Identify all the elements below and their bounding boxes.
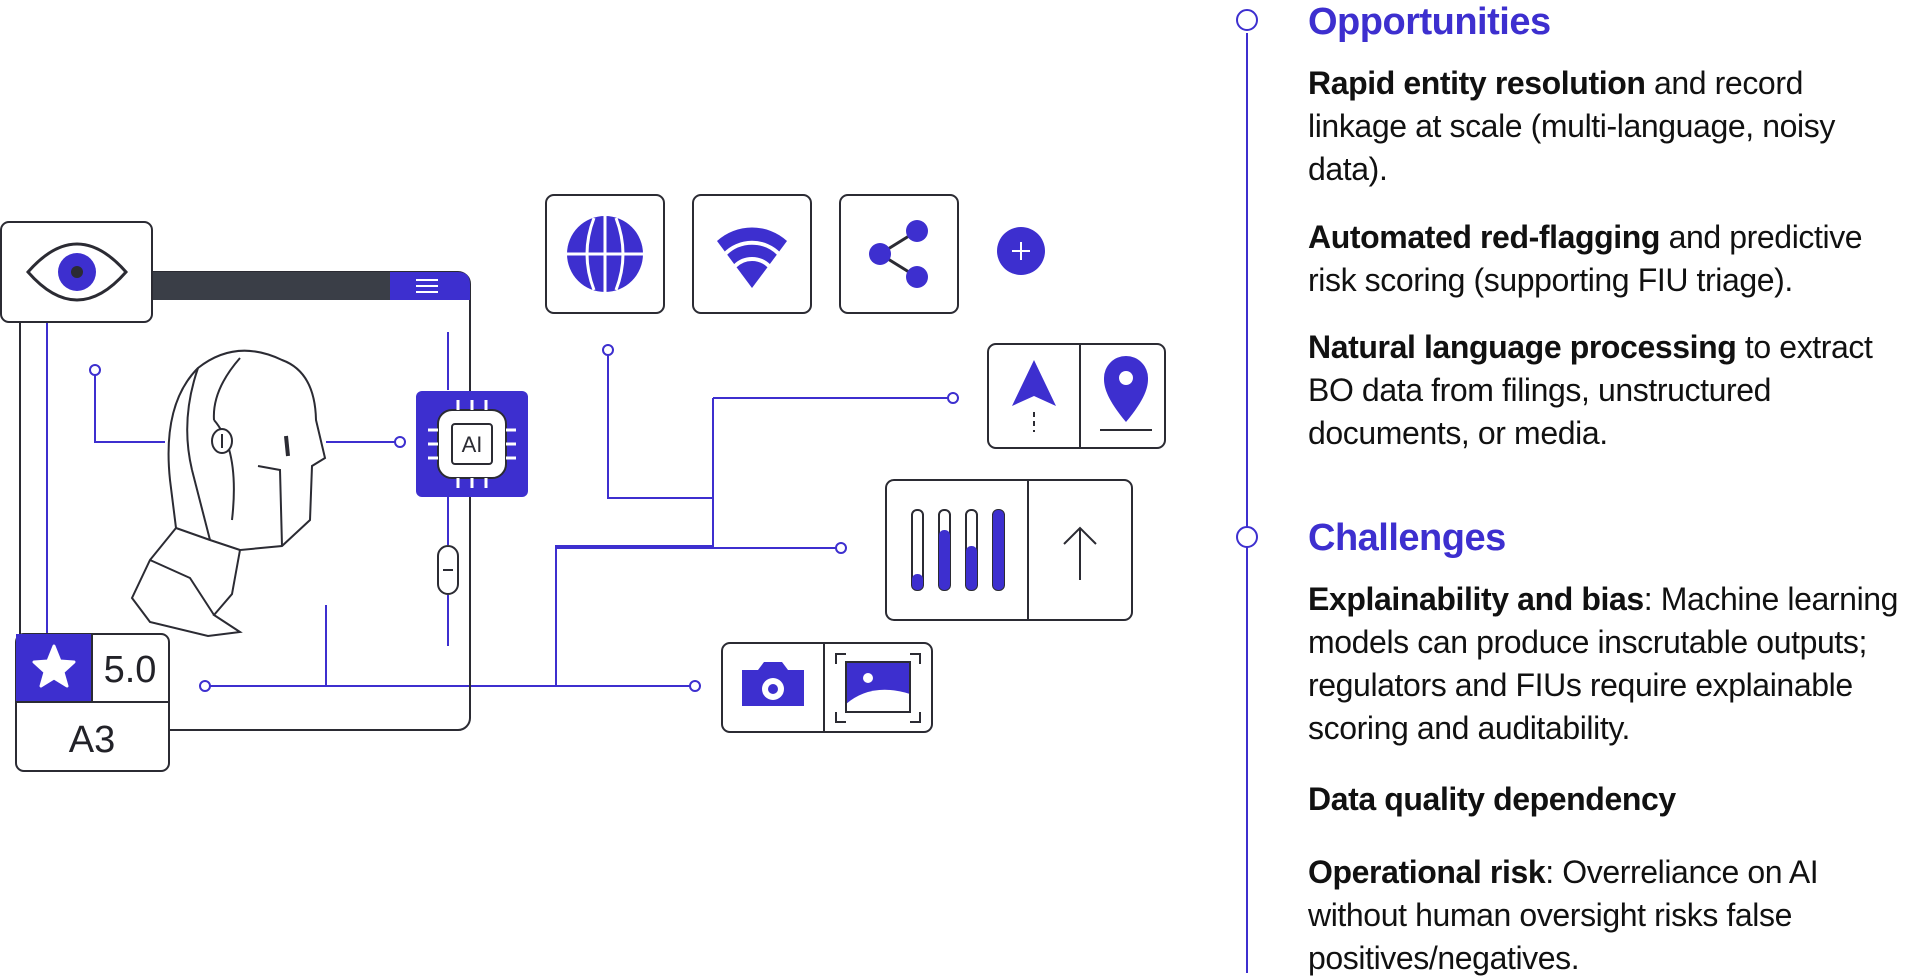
rating-card: 5.0 A3 bbox=[15, 633, 170, 772]
globe-icon bbox=[567, 216, 643, 292]
navigation-card[interactable] bbox=[987, 343, 1166, 449]
level-bar-fill bbox=[993, 510, 1004, 590]
image-icon bbox=[835, 653, 921, 723]
sliders-icon bbox=[911, 509, 1005, 591]
menu-icon[interactable] bbox=[416, 279, 438, 293]
challenge-item-text: : Overreliance on AI without human overs… bbox=[1308, 854, 1819, 976]
navigation-arrow-icon bbox=[1012, 360, 1056, 432]
opportunity-item-text: and record linkage at scale (multi-langu… bbox=[1308, 65, 1835, 187]
opportunity-item: Natural language processing to extract B… bbox=[1308, 326, 1908, 455]
ai-chip-icon[interactable]: AI bbox=[416, 391, 528, 497]
timeline-line bbox=[1246, 33, 1248, 973]
challenge-item-bold: Operational risk bbox=[1308, 854, 1546, 890]
challenge-item-bold: Explainability and bias bbox=[1308, 581, 1644, 617]
slider-handle[interactable] bbox=[437, 545, 459, 595]
wifi-icon bbox=[717, 227, 787, 288]
opportunity-item-text: and predictive risk scoring (supporting … bbox=[1308, 219, 1863, 298]
location-pin-icon bbox=[1100, 356, 1152, 431]
challenge-item: Explainability and bias: Machine learnin… bbox=[1308, 578, 1908, 750]
challenges-title: Challenges bbox=[1308, 517, 1506, 559]
opportunities-title: Opportunities bbox=[1308, 1, 1551, 43]
robot-head-icon bbox=[130, 349, 327, 638]
challenge-item-text: : Machine learning models can produce in… bbox=[1308, 581, 1899, 746]
plus-icon[interactable] bbox=[997, 227, 1045, 275]
star-icon bbox=[32, 644, 76, 688]
up-arrow-icon bbox=[1063, 526, 1097, 580]
challenge-item: Data quality dependency bbox=[1308, 778, 1908, 821]
level-bar-fill bbox=[966, 546, 977, 590]
wifi-card[interactable] bbox=[692, 194, 812, 314]
share-card[interactable] bbox=[839, 194, 959, 314]
opportunity-item-bold: Natural language processing bbox=[1308, 329, 1737, 365]
ai-chip-label: AI bbox=[462, 432, 483, 457]
level-bar-fill bbox=[939, 530, 950, 590]
opportunity-item-bold: Rapid entity resolution bbox=[1308, 65, 1646, 101]
sliders-card[interactable] bbox=[885, 479, 1133, 621]
opportunity-item: Automated red-flagging and predictive ri… bbox=[1308, 216, 1908, 302]
opportunity-item: Rapid entity resolution and record linka… bbox=[1308, 62, 1908, 191]
media-card[interactable] bbox=[721, 642, 933, 733]
ai-illustration: AI 5.0 A3 bbox=[0, 194, 1166, 772]
timeline-node-challenges bbox=[1236, 526, 1258, 548]
browser-title-bar bbox=[150, 272, 390, 300]
eye-icon bbox=[26, 242, 128, 302]
camera-icon bbox=[742, 662, 804, 706]
share-icon bbox=[869, 220, 928, 288]
rating-code: A3 bbox=[69, 719, 115, 761]
opportunity-item-text: to extract BO data from filings, unstruc… bbox=[1308, 329, 1873, 451]
level-bar-fill bbox=[912, 574, 923, 590]
challenge-item-bold: Data quality dependency bbox=[1308, 781, 1676, 817]
opportunity-item-bold: Automated red-flagging bbox=[1308, 219, 1661, 255]
globe-card[interactable] bbox=[545, 194, 665, 314]
rating-value: 5.0 bbox=[104, 649, 157, 691]
challenge-item: Operational risk: Overreliance on AI wit… bbox=[1308, 851, 1908, 980]
timeline-node-opportunities bbox=[1236, 9, 1258, 31]
